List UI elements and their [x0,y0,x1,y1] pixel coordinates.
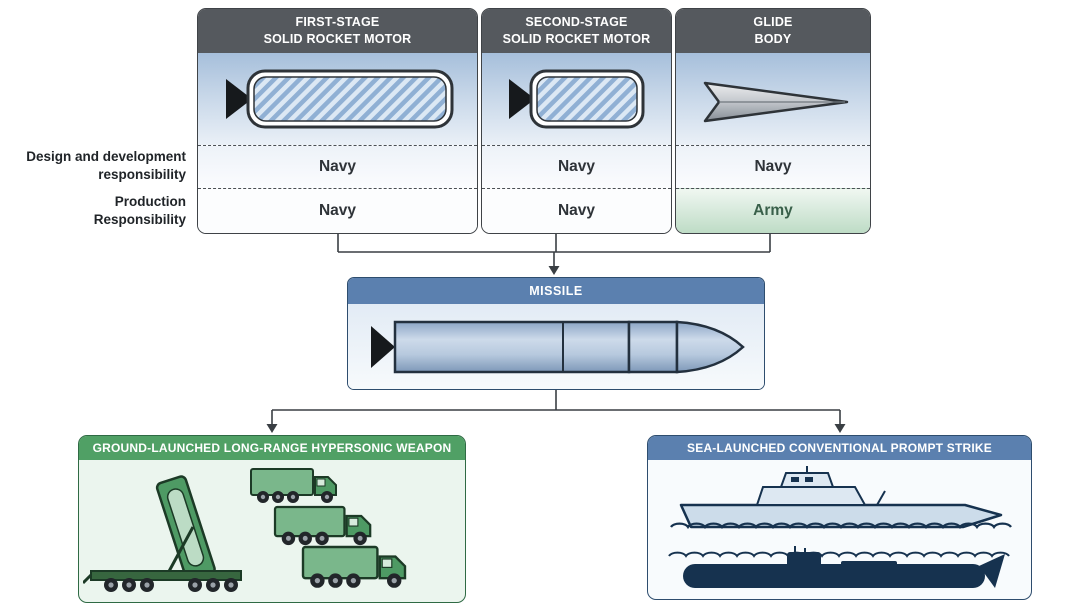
column-glide-body: GLIDE BODY Navy Army [675,8,871,234]
glide-body-illustration [676,53,870,145]
column-header-first-stage: FIRST-STAGE SOLID ROCKET MOTOR [198,9,477,53]
column-header-second-stage: SECOND-STAGE SOLID ROCKET MOTOR [482,9,671,53]
submarine-illustration [667,546,1010,588]
production-responsibility-label: Production Responsibility [93,193,186,227]
column-second-stage-motor: SECOND-STAGE SOLID ROCKET MOTOR Navy Nav… [481,8,672,234]
column-first-stage-motor: FIRST-STAGE SOLID ROCKET MOTOR Navy Navy [197,8,478,234]
design-cell-first-stage: Navy [198,145,477,188]
arrow-down-to-ground [266,424,278,433]
ground-launched-body [79,460,465,602]
sea-launched-body [648,460,1031,599]
ground-launched-title: GROUND-LAUNCHED LONG-RANGE HYPERSONIC WE… [79,436,465,460]
sea-launched-program-box: SEA-LAUNCHED CONVENTIONAL PROMPT STRIKE [647,435,1032,600]
column-header-glide-body: GLIDE BODY [676,9,870,53]
second-stage-motor-illustration [482,53,671,145]
ship-illustration [669,466,1012,530]
arrow-down-to-missile [548,266,560,275]
production-cell-glide-body: Army [676,188,870,233]
component-columns: FIRST-STAGE SOLID ROCKET MOTOR Navy Navy [197,8,871,234]
missile-title: MISSILE [348,278,764,304]
production-cell-first-stage: Navy [198,188,477,233]
arrow-down-to-sea [834,424,846,433]
design-cell-second-stage: Navy [482,145,671,188]
first-stage-motor-illustration [198,53,477,145]
missile-illustration [348,304,764,389]
design-responsibility-label: Design and development responsibility [26,148,186,182]
production-cell-second-stage: Navy [482,188,671,233]
missile-box: MISSILE [347,277,765,390]
trucks-illustration [83,468,407,592]
ground-launched-program-box: GROUND-LAUNCHED LONG-RANGE HYPERSONIC WE… [78,435,466,603]
design-cell-glide-body: Navy [676,145,870,188]
sea-launched-title: SEA-LAUNCHED CONVENTIONAL PROMPT STRIKE [648,436,1031,460]
